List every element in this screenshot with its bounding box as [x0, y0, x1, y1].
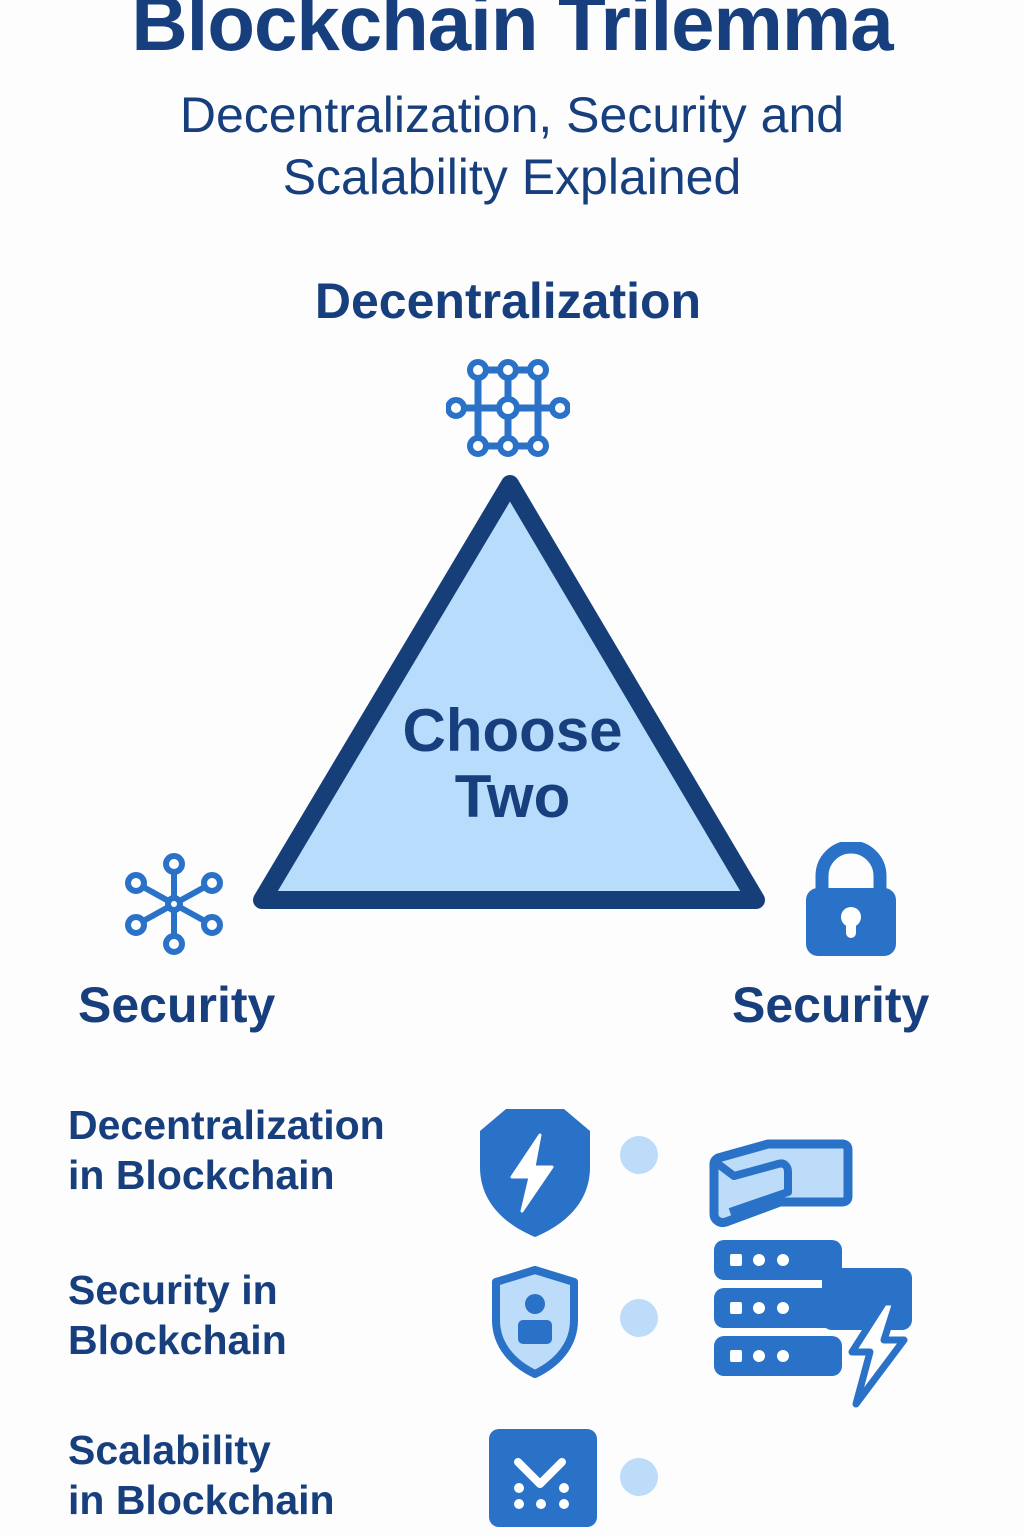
row-label-decentralization: Decentralization in Blockchain: [68, 1100, 385, 1200]
row-label-line-2: in Blockchain: [68, 1152, 335, 1198]
hub-nodes-icon: [122, 852, 226, 956]
network-grid-icon: [446, 358, 570, 460]
scalability-checkmark-icon: [488, 1428, 598, 1528]
page-title: Blockchain Trilemma: [131, 0, 893, 67]
row-label-security: Security in Blockchain: [68, 1265, 287, 1365]
subtitle-line-1: Decentralization, Security and: [179, 87, 845, 143]
row-label-line-1: Scalability: [68, 1427, 271, 1473]
row-label-line-2: Blockchain: [68, 1317, 287, 1363]
padlock-icon: [804, 842, 898, 958]
row-label-scalability: Scalability in Blockchain: [68, 1425, 335, 1525]
subtitle-line-2: Scalability Explained: [282, 149, 742, 205]
row-label-line-1: Decentralization: [68, 1102, 385, 1148]
row-label-line-2: in Blockchain: [68, 1477, 335, 1523]
shield-user-icon: [490, 1266, 580, 1378]
row-indicator-dot: [620, 1299, 658, 1337]
row-label-line-1: Security in: [68, 1267, 278, 1313]
row-indicator-dot: [620, 1458, 658, 1496]
shield-lightning-icon: [478, 1107, 592, 1239]
vertex-label-top: Decentralization: [314, 273, 702, 329]
vertex-label-bottom-right: Security: [732, 977, 930, 1033]
center-text-line-2: Two: [454, 763, 571, 830]
server-lightning-icon: [712, 1238, 912, 1410]
row-indicator-dot: [620, 1136, 658, 1174]
vertex-label-bottom-left: Security: [78, 977, 276, 1033]
triangle-center-text: Choose Two: [360, 698, 665, 830]
folder-envelope-icon: [708, 1136, 854, 1230]
page-subtitle: Decentralization, Security and Scalabili…: [0, 84, 1024, 208]
trilemma-triangle: [248, 470, 772, 922]
center-text-line-1: Choose: [402, 697, 623, 764]
